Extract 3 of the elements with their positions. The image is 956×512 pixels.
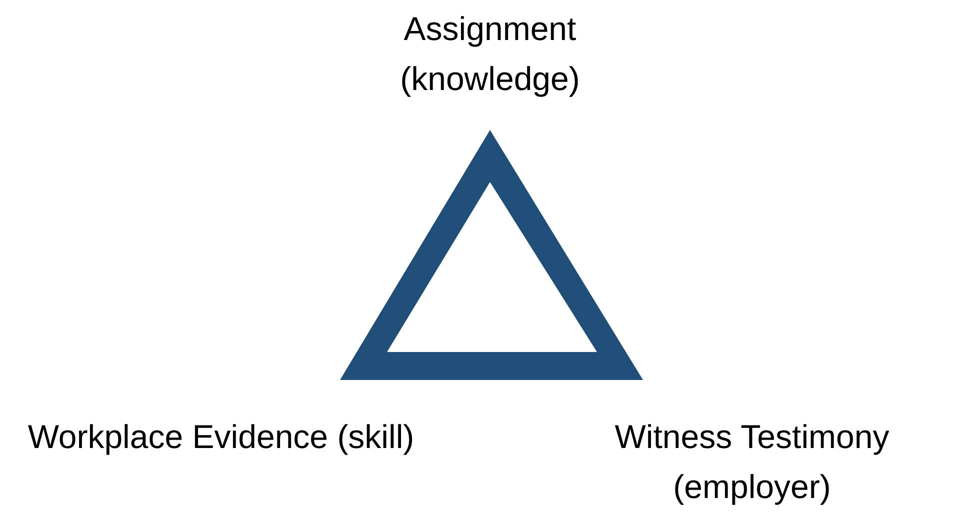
corner-label: Workplace Evidence (skill) <box>26 417 416 457</box>
corner-label: Witness Testimony (employer) <box>614 417 890 507</box>
corner-label: Assignment (knowledge) <box>399 9 581 99</box>
